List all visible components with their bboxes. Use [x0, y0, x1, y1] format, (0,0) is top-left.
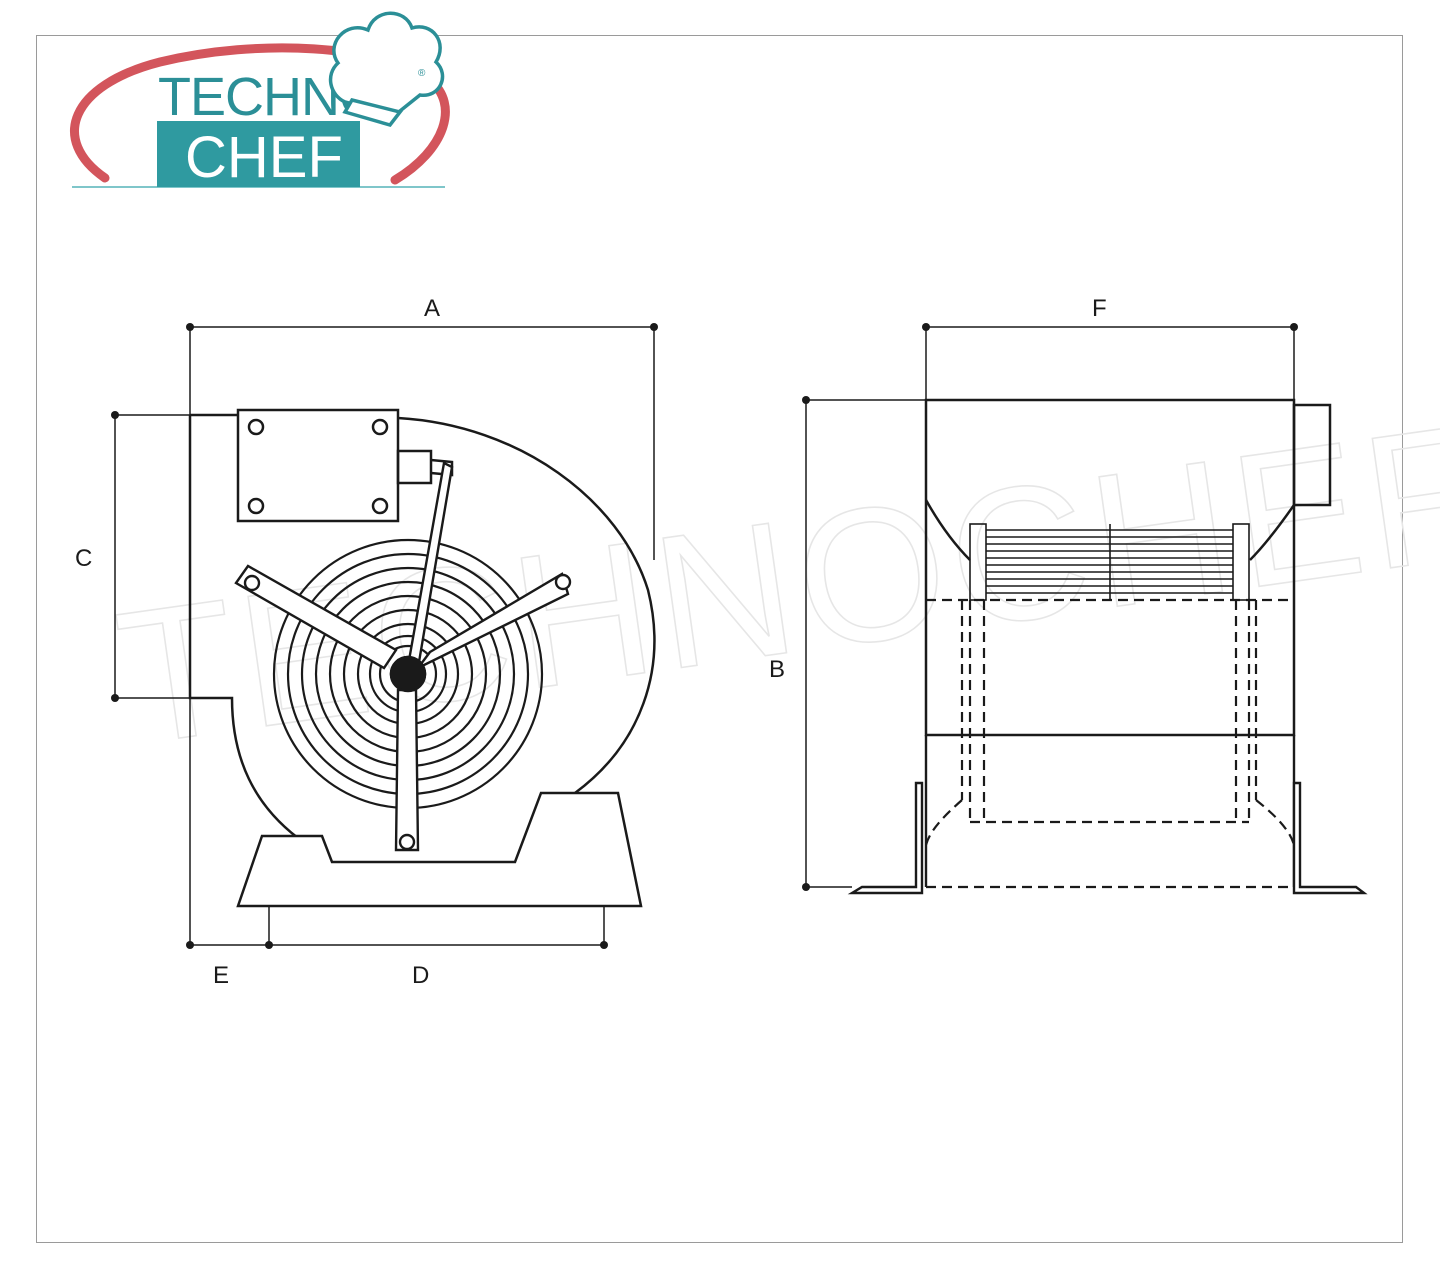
drawing-frame: [36, 35, 1403, 1243]
watermark-text: TECHNOCHEF.IT: [106, 353, 1440, 785]
registered-mark: ®: [418, 68, 426, 79]
logo-arc: [70, 43, 450, 185]
label-c: C: [75, 545, 92, 572]
side-feet: [847, 735, 1368, 895]
dimension-f: [922, 323, 1298, 400]
side-view: [802, 323, 1368, 895]
hidden-lines: [924, 598, 1296, 889]
logo-box: [157, 121, 360, 187]
motor-cap: [1292, 403, 1332, 507]
impeller-blades: [969, 523, 1250, 601]
dimension-c: [111, 411, 238, 702]
support-arms: [234, 461, 572, 852]
label-e: E: [213, 962, 229, 989]
label-d: D: [412, 962, 429, 989]
blower-base: [236, 791, 643, 908]
front-view: [111, 323, 658, 949]
dimension-b: [802, 396, 926, 891]
blower-housing: [188, 415, 656, 839]
label-a: A: [424, 295, 440, 322]
side-housing: [924, 398, 1296, 737]
chef-hat-icon: [328, 11, 445, 128]
dimension-d-e: [186, 906, 608, 949]
logo-chef: CHEF: [185, 125, 343, 190]
label-f: F: [1092, 295, 1107, 322]
label-b: B: [769, 656, 785, 683]
brand-logo: TECHNO CHEF ®: [70, 11, 450, 190]
